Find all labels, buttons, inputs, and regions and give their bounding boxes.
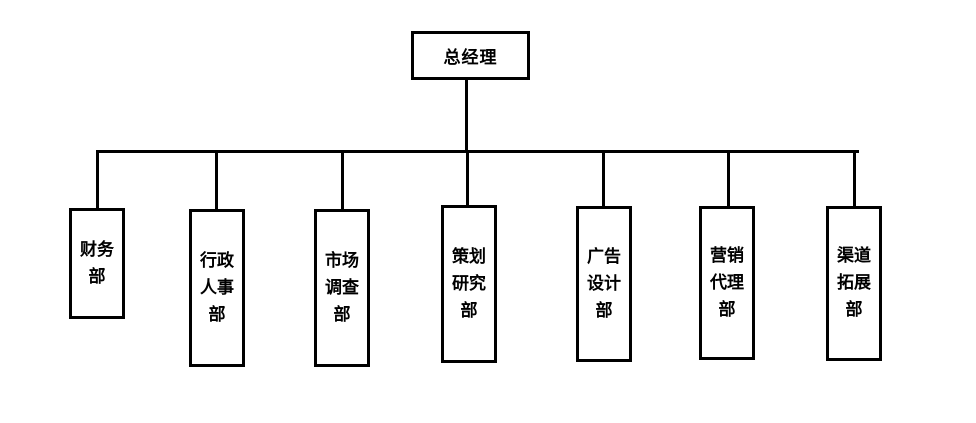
drop-line-dept-7 [853, 150, 856, 208]
dept-node-ad-design: 广告设计部 [576, 206, 632, 362]
horizontal-bus-line [96, 150, 859, 153]
dept-node-sales-agency: 营销代理部 [699, 206, 755, 360]
dept-node-label: 策划研究部 [452, 246, 486, 321]
dept-node-label: 广告设计部 [587, 246, 621, 321]
dept-node-label: 财务部 [80, 239, 114, 287]
drop-line-dept-6 [727, 150, 730, 208]
dept-node-label: 行政人事部 [200, 250, 234, 325]
drop-line-dept-4 [466, 150, 469, 207]
dept-node-finance: 财务部 [69, 208, 125, 319]
dept-node-label: 市场调查部 [325, 250, 359, 325]
root-node-label: 总经理 [443, 48, 498, 68]
drop-line-dept-1 [96, 150, 99, 210]
dept-node-label: 渠道拓展部 [837, 246, 871, 320]
drop-line-dept-5 [602, 150, 605, 208]
root-node-general-manager: 总经理 [411, 31, 530, 80]
dept-node-channel-expansion: 渠道拓展部 [826, 206, 882, 361]
dept-node-market-research: 市场调查部 [314, 209, 370, 367]
drop-line-dept-2 [215, 150, 218, 211]
drop-line-dept-3 [341, 150, 344, 211]
dept-node-planning-research: 策划研究部 [441, 205, 497, 363]
dept-node-admin-hr: 行政人事部 [189, 209, 245, 367]
root-stem-line [465, 80, 468, 153]
dept-node-label: 营销代理部 [710, 245, 744, 320]
